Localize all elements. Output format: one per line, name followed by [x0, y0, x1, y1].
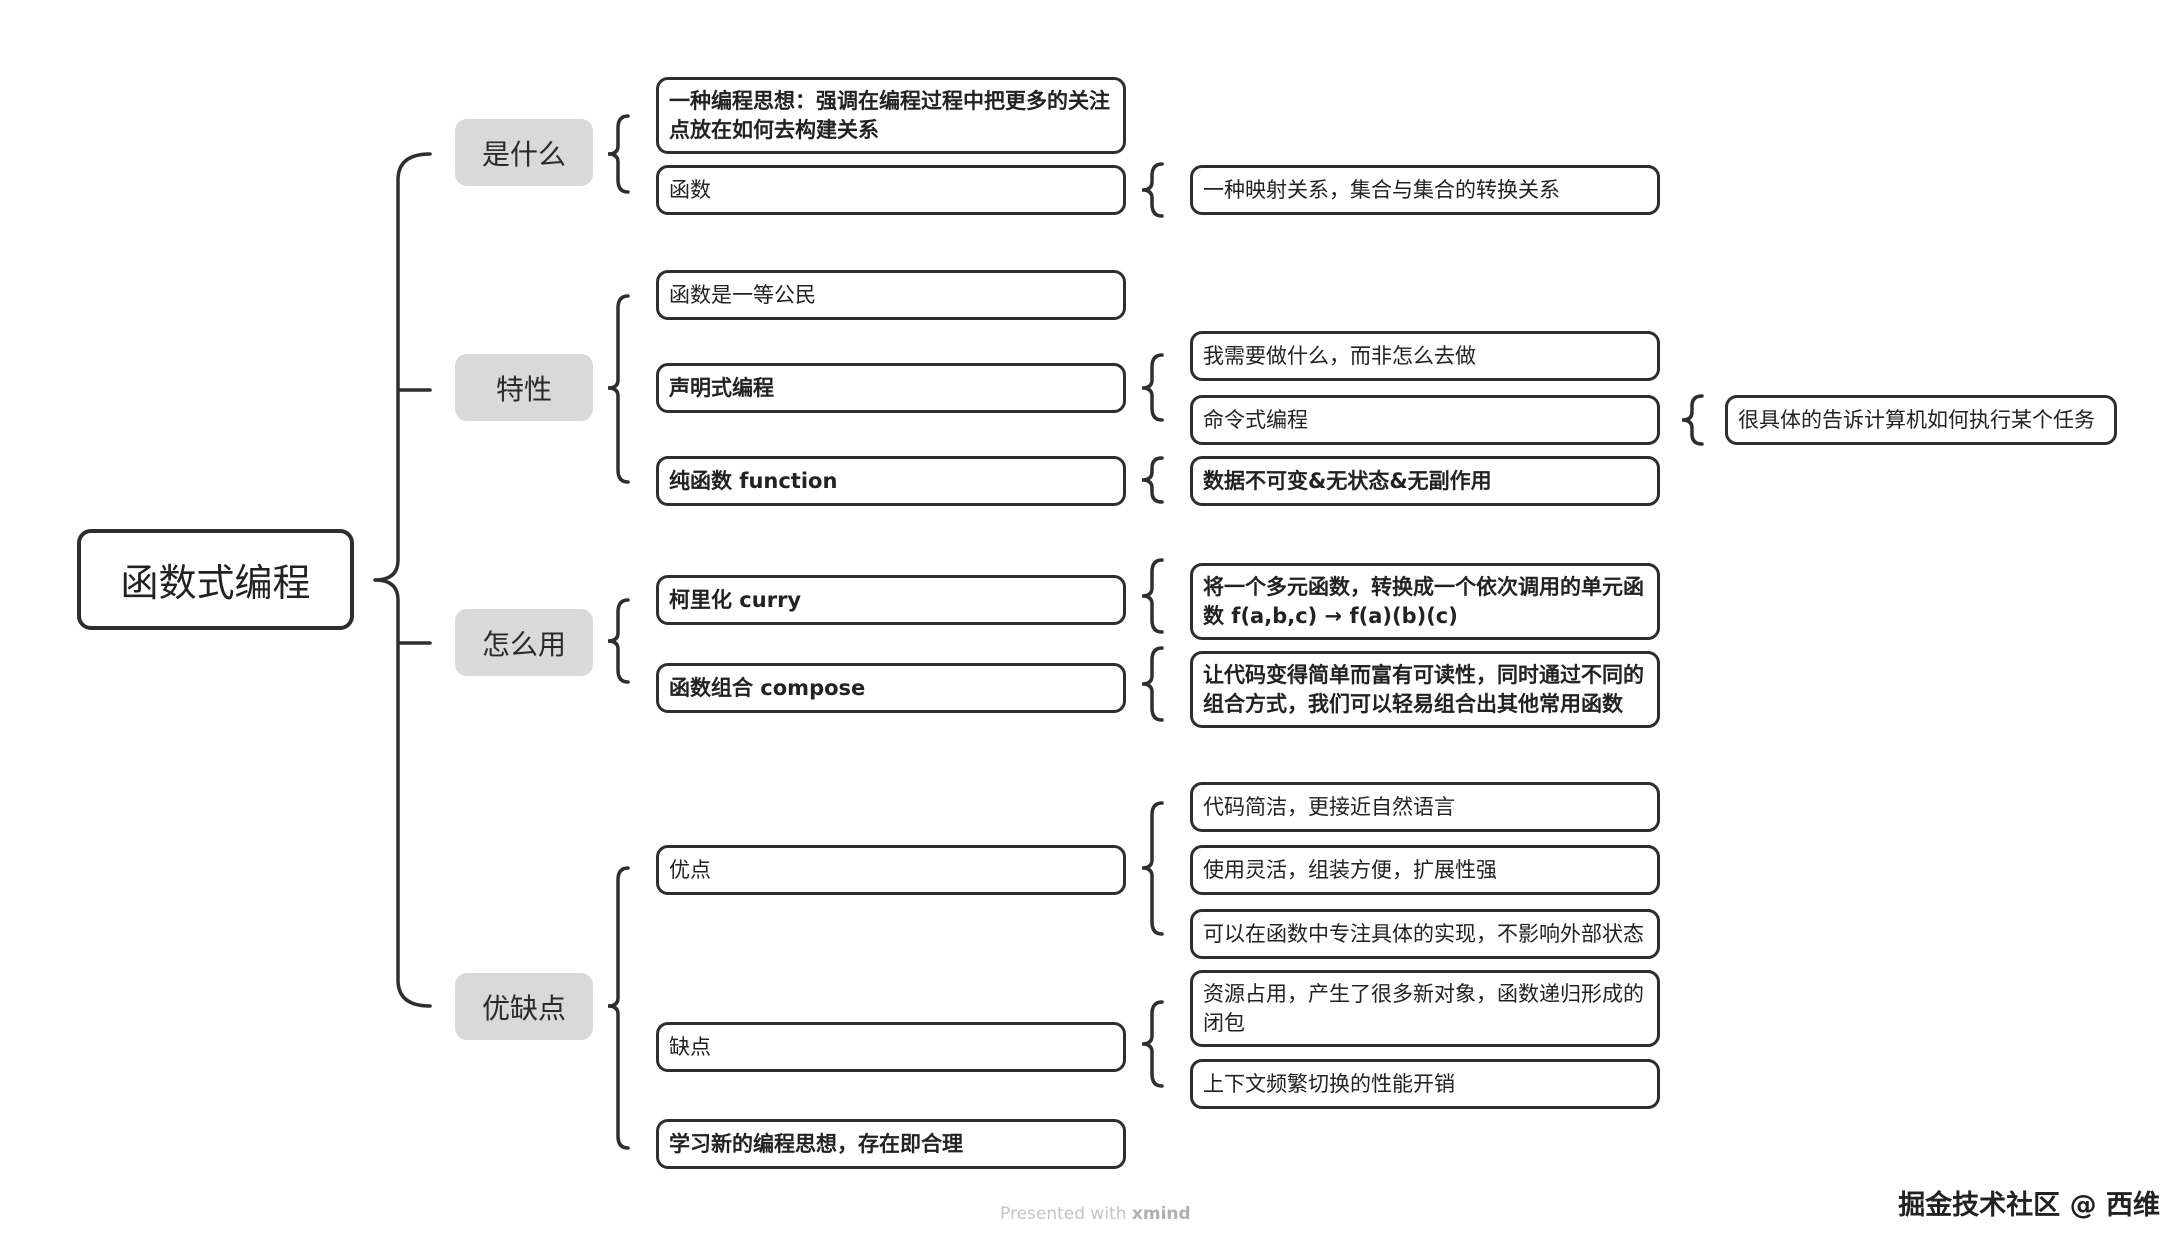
- pure-detail-text: 数据不可变&无状态&无副作用: [1203, 468, 1492, 493]
- cons-item-1-node[interactable]: 资源占用，产生了很多新对象，函数递归形成的闭包: [1190, 970, 1660, 1047]
- curry-node[interactable]: 柯里化 curry: [656, 575, 1126, 625]
- curry-bracket: [1141, 558, 1164, 634]
- declarative-bracket: [1141, 353, 1164, 422]
- compose-bracket: [1141, 646, 1164, 722]
- pros-item-1-node[interactable]: 代码简洁，更接近自然语言: [1190, 782, 1660, 832]
- what-definition-text: 一种编程思想：强调在编程过程中把更多的关注点放在如何去构建关系: [669, 89, 1110, 142]
- declarative-text: 声明式编程: [669, 375, 774, 400]
- declarative-node[interactable]: 声明式编程: [656, 363, 1126, 413]
- pure-function-text: 纯函数 function: [669, 468, 838, 493]
- compose-text: 函数组合 compose: [669, 675, 866, 700]
- pros-cons-bracket: [607, 866, 630, 1150]
- features-bracket: [607, 294, 630, 484]
- category-pros-cons[interactable]: 优缺点: [455, 973, 593, 1040]
- category-what[interactable]: 是什么: [455, 119, 593, 186]
- compose-node[interactable]: 函数组合 compose: [656, 663, 1126, 713]
- imperative-detail-text: 很具体的告诉计算机如何执行某个任务: [1738, 407, 2095, 432]
- category-usage[interactable]: 怎么用: [455, 609, 593, 676]
- what-bracket: [607, 114, 630, 194]
- pros-item-1-text: 代码简洁，更接近自然语言: [1203, 794, 1455, 819]
- learning-text: 学习新的编程思想，存在即合理: [669, 1131, 963, 1156]
- presented-with-footer: Presented with xmind: [1000, 1204, 1191, 1224]
- pros-node[interactable]: 优点: [656, 845, 1126, 895]
- pros-item-2-node[interactable]: 使用灵活，组装方便，扩展性强: [1190, 845, 1660, 895]
- function-detail-node[interactable]: 一种映射关系，集合与集合的转换关系: [1190, 165, 1660, 215]
- function-text: 函数: [669, 177, 711, 202]
- imperative-node[interactable]: 命令式编程: [1190, 395, 1660, 445]
- cons-node[interactable]: 缺点: [656, 1022, 1126, 1072]
- function-detail-text: 一种映射关系，集合与集合的转换关系: [1203, 177, 1560, 202]
- cons-item-2-node[interactable]: 上下文频繁切换的性能开销: [1190, 1059, 1660, 1109]
- function-node[interactable]: 函数: [656, 165, 1126, 215]
- curry-text: 柯里化 curry: [669, 587, 802, 612]
- declarative-what-text: 我需要做什么，而非怎么去做: [1203, 343, 1476, 368]
- pros-item-3-text: 可以在函数中专注具体的实现，不影响外部状态: [1203, 921, 1644, 946]
- root-connector: [373, 152, 432, 1008]
- what-definition-node[interactable]: 一种编程思想：强调在编程过程中把更多的关注点放在如何去构建关系: [656, 77, 1126, 154]
- curry-detail-text: 将一个多元函数，转换成一个依次调用的单元函数 f(a,b,c) → f(a)(b…: [1203, 575, 1644, 628]
- cons-bracket: [1141, 1000, 1164, 1088]
- cons-item-1-text: 资源占用，产生了很多新对象，函数递归形成的闭包: [1203, 982, 1644, 1035]
- compose-detail-text: 让代码变得简单而富有可读性，同时通过不同的组合方式，我们可以轻易组合出其他常用函…: [1203, 663, 1644, 716]
- first-class-node[interactable]: 函数是一等公民: [656, 270, 1126, 320]
- pros-bracket: [1141, 801, 1164, 936]
- pure-function-node[interactable]: 纯函数 function: [656, 456, 1126, 506]
- cons-item-2-text: 上下文频繁切换的性能开销: [1203, 1071, 1455, 1096]
- root-node[interactable]: 函数式编程: [77, 529, 354, 630]
- learning-node[interactable]: 学习新的编程思想，存在即合理: [656, 1119, 1126, 1169]
- pros-item-3-node[interactable]: 可以在函数中专注具体的实现，不影响外部状态: [1190, 909, 1660, 959]
- pros-text: 优点: [669, 857, 711, 882]
- cons-text: 缺点: [669, 1034, 711, 1059]
- compose-detail-node[interactable]: 让代码变得简单而富有可读性，同时通过不同的组合方式，我们可以轻易组合出其他常用函…: [1190, 651, 1660, 728]
- xmind-logo: xmind: [1131, 1204, 1191, 1224]
- function-bracket: [1141, 162, 1164, 218]
- usage-bracket: [607, 598, 630, 684]
- curry-detail-node[interactable]: 将一个多元函数，转换成一个依次调用的单元函数 f(a,b,c) → f(a)(b…: [1190, 563, 1660, 640]
- first-class-text: 函数是一等公民: [669, 282, 816, 307]
- imperative-text: 命令式编程: [1203, 407, 1308, 432]
- declarative-what-node[interactable]: 我需要做什么，而非怎么去做: [1190, 331, 1660, 381]
- pure-detail-node[interactable]: 数据不可变&无状态&无副作用: [1190, 456, 1660, 506]
- watermark: 掘金技术社区 @ 西维: [1898, 1190, 2160, 1221]
- category-features[interactable]: 特性: [455, 354, 593, 421]
- pros-item-2-text: 使用灵活，组装方便，扩展性强: [1203, 857, 1497, 882]
- presented-text: Presented with: [1000, 1204, 1132, 1224]
- imperative-detail-node[interactable]: 很具体的告诉计算机如何执行某个任务: [1725, 395, 2117, 445]
- pure-bracket: [1141, 456, 1164, 504]
- imperative-bracket: [1681, 394, 1704, 446]
